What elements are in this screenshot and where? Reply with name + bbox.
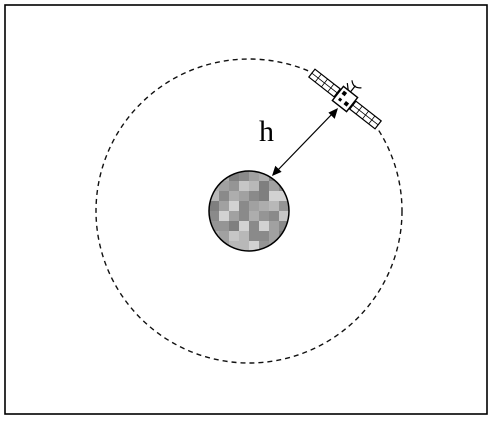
planet-pixel	[239, 211, 249, 221]
distance-arrow	[272, 108, 338, 176]
planet-pixel	[259, 191, 269, 201]
planet-pixel	[249, 211, 259, 221]
planet-texture	[209, 171, 289, 251]
planet-pixel	[269, 191, 279, 201]
planet-pixel	[239, 221, 249, 231]
satellite-icon	[307, 68, 383, 130]
planet-pixel	[269, 221, 279, 231]
distance-label: h	[259, 115, 274, 148]
planet-pixel	[229, 241, 239, 251]
planet-pixel	[239, 171, 249, 181]
planet-pixel	[219, 211, 229, 221]
planet-pixel	[249, 231, 259, 241]
planet-pixel	[249, 221, 259, 231]
planet-pixel	[229, 191, 239, 201]
planet-pixel	[239, 231, 249, 241]
planet-pixel	[239, 181, 249, 191]
planet-pixel	[249, 241, 259, 251]
planet-pixel	[219, 181, 229, 191]
planet-pixel	[209, 201, 219, 211]
planet-icon	[208, 170, 290, 252]
planet-pixel	[269, 201, 279, 211]
planet-pixel	[239, 241, 249, 251]
planet-pixel	[229, 231, 239, 241]
planet-pixel	[279, 201, 289, 211]
planet-pixel	[269, 181, 279, 191]
planet-pixel	[229, 171, 239, 181]
planet-pixel	[219, 221, 229, 231]
planet-pixel	[269, 211, 279, 221]
planet-pixel	[239, 191, 249, 201]
planet-pixel	[259, 221, 269, 231]
solar-panel-left	[307, 68, 342, 98]
planet-pixel	[249, 171, 259, 181]
planet-pixel	[229, 181, 239, 191]
solar-panel-right	[348, 100, 383, 130]
planet-pixel	[259, 231, 269, 241]
arrow-head-satellite-end	[328, 108, 338, 119]
planet-pixel	[219, 191, 229, 201]
planet-pixel	[219, 231, 229, 241]
planet-pixel	[279, 211, 289, 221]
satellite-body	[331, 85, 359, 113]
antenna-icon	[346, 80, 362, 93]
planet-pixel	[209, 221, 219, 231]
planet-pixel	[229, 221, 239, 231]
planet-pixel	[279, 191, 289, 201]
planet-outline	[208, 170, 290, 252]
planet-pixel	[259, 201, 269, 211]
planet-pixel	[249, 191, 259, 201]
planet-pixel	[229, 201, 239, 211]
planet-pixel	[259, 241, 269, 251]
planet-pixel	[249, 181, 259, 191]
orbit-path	[95, 58, 403, 364]
distance-arrow-line	[275, 111, 335, 173]
planet-pixel	[279, 221, 289, 231]
planet-pixel	[209, 191, 219, 201]
planet-pixel	[259, 211, 269, 221]
planet-pixel	[249, 201, 259, 211]
planet-pixel	[259, 171, 269, 181]
arrow-head-planet-end	[272, 165, 282, 176]
planet-pixel	[229, 211, 239, 221]
planet-pixel	[269, 231, 279, 241]
planet-pixel	[209, 211, 219, 221]
planet-pixel	[239, 201, 249, 211]
planet-pixel	[259, 181, 269, 191]
planet-pixel	[219, 201, 229, 211]
